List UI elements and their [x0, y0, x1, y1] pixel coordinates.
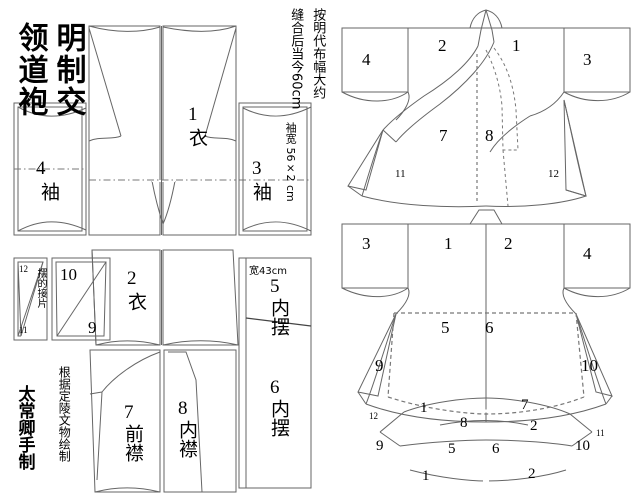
- piece-1-number: 1: [188, 104, 198, 125]
- piece-4-number: 4: [36, 158, 46, 179]
- back-label-2: 2: [504, 234, 513, 253]
- piece-3-name: 袖: [249, 182, 272, 201]
- piece-8-name: 内襟: [175, 420, 198, 458]
- section-label-1-top: 1: [420, 400, 428, 416]
- back-label-6: 6: [485, 318, 494, 337]
- back-label-3: 3: [362, 234, 371, 253]
- piece-8-number: 8: [178, 398, 188, 419]
- front-label-11: 11: [395, 168, 406, 180]
- piece-6-number: 6: [270, 377, 280, 398]
- piece-4-name: 袖: [37, 182, 60, 201]
- piece-7-name: 前襟: [121, 424, 144, 462]
- section-label-2-bottom: 2: [528, 466, 536, 482]
- piece-7-number: 7: [124, 402, 134, 423]
- back-label-10: 10: [581, 356, 598, 375]
- back-label-1: 1: [444, 234, 453, 253]
- section-label-10: 10: [575, 438, 590, 454]
- section-label-11: 11: [596, 428, 605, 438]
- piece-1-name: 衣: [185, 128, 208, 147]
- piece-5-name: 内摆: [267, 298, 290, 336]
- section-label-7: 7: [521, 397, 529, 413]
- fabric-note-line2: 缝合后当今60cm: [288, 8, 304, 110]
- piece-2-name: 衣: [124, 292, 147, 311]
- page-title-right: 明制交: [50, 22, 86, 118]
- section-label-12: 12: [369, 411, 378, 421]
- piece-2-number: 2: [127, 268, 137, 289]
- section-label-8: 8: [460, 415, 468, 431]
- piece-12-number: 12: [19, 264, 28, 274]
- hem-width-note: 宽43cm: [249, 266, 287, 277]
- section-label-5: 5: [448, 441, 456, 457]
- section-label-6: 6: [492, 441, 500, 457]
- page-title-left: 领道袍: [12, 22, 48, 118]
- section-label-9: 9: [376, 438, 384, 454]
- front-label-7: 7: [439, 126, 448, 145]
- piece-10-number: 10: [60, 265, 77, 284]
- section-label-1-bottom: 1: [422, 468, 430, 484]
- front-label-12: 12: [548, 168, 559, 180]
- back-label-4: 4: [583, 244, 592, 263]
- back-label-5: 5: [441, 318, 450, 337]
- sleeve-width-note: 袖宽 56×2 cm: [284, 122, 298, 202]
- piece-9-number: 9: [88, 318, 97, 337]
- front-label-2: 2: [438, 36, 447, 55]
- piece-6-name: 内摆: [267, 399, 290, 437]
- side-panel-note: 摆的接片: [35, 268, 46, 308]
- piece-5-number: 5: [270, 276, 280, 297]
- piece-11-number: 11: [19, 325, 28, 335]
- front-label-4: 4: [362, 50, 371, 69]
- source-note: 根据定陵文物绘制: [57, 366, 72, 462]
- front-label-1: 1: [512, 36, 521, 55]
- piece-3-number: 3: [252, 158, 262, 179]
- signature: 太常卿手制: [14, 385, 35, 470]
- back-label-9: 9: [375, 356, 384, 375]
- section-label-2-second: 2: [530, 418, 538, 434]
- fabric-note-line1: 按明代布幅大约: [310, 8, 326, 99]
- front-label-3: 3: [583, 50, 592, 69]
- front-label-8: 8: [485, 126, 494, 145]
